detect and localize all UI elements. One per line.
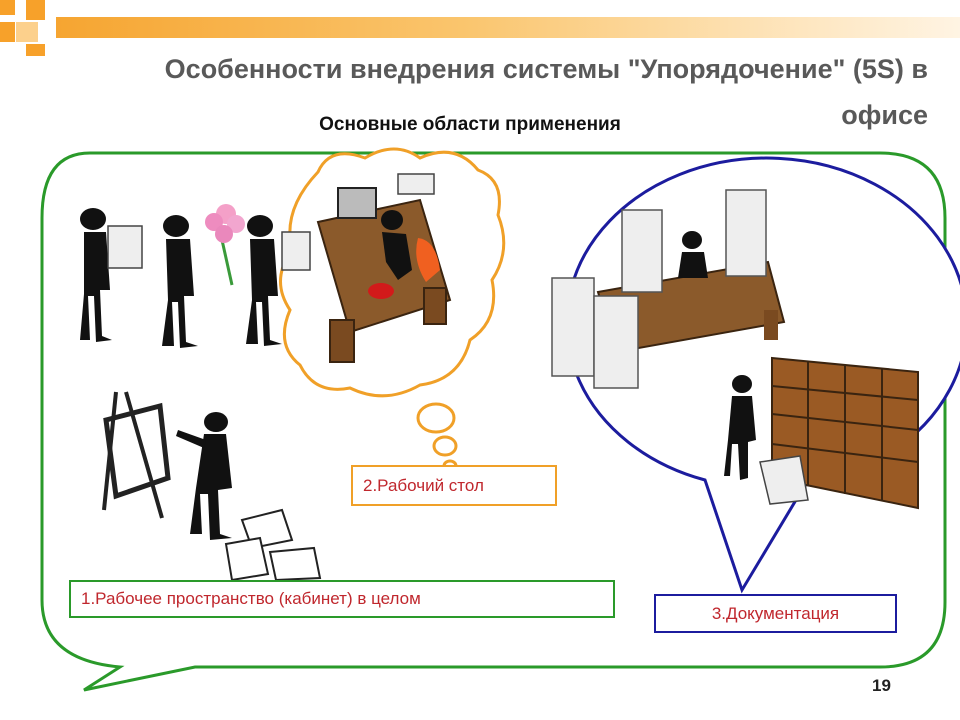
easel-icon <box>103 402 171 500</box>
person-figure-icon <box>162 215 198 348</box>
slide-title: Особенности внедрения системы "Упорядоче… <box>164 54 928 130</box>
corner-decor-square <box>26 44 45 56</box>
person-figure-icon <box>246 215 282 346</box>
telephone-icon <box>368 283 394 299</box>
header-gradient-bar <box>56 17 960 38</box>
paper-stack-icon <box>107 225 143 269</box>
desk-leg <box>329 319 355 363</box>
paper-stack-icon <box>397 173 435 195</box>
person-figure-icon <box>724 375 756 480</box>
person-figure-icon <box>381 210 412 280</box>
page-number: 19 <box>872 676 891 695</box>
corner-decor-square <box>16 22 38 42</box>
office-desk-icon <box>316 198 452 334</box>
shelf-dividers <box>771 362 919 500</box>
easel-leg <box>102 391 118 511</box>
workspace-area-label: 1.Рабочее пространство (кабинет) в целом <box>69 580 615 618</box>
corner-decor-square <box>0 22 15 42</box>
person-figure-icon <box>678 231 708 278</box>
office-chair-icon <box>416 238 440 282</box>
corner-decor-square <box>26 0 45 20</box>
thought-bubble-dot <box>416 402 456 434</box>
corner-decor-square <box>0 0 15 15</box>
flowers-icon <box>205 204 245 286</box>
thought-bubble-dot <box>432 435 458 457</box>
desk-area-label: 2.Рабочий стол <box>351 465 557 506</box>
document-bin-icon <box>759 455 809 505</box>
desk-leg <box>423 287 447 325</box>
slide-subtitle: Основные области применения <box>319 114 621 135</box>
computer-monitor-icon <box>337 187 377 219</box>
document-stack-icon <box>551 189 767 389</box>
paper-stack-icon <box>281 231 311 271</box>
person-figure-icon <box>80 208 112 342</box>
person-figure-icon <box>176 412 232 540</box>
scattered-paper-icon <box>224 508 322 582</box>
desk-leg <box>764 310 778 340</box>
documentation-area-label: 3.Документация <box>654 594 897 633</box>
easel-leg <box>124 391 164 519</box>
